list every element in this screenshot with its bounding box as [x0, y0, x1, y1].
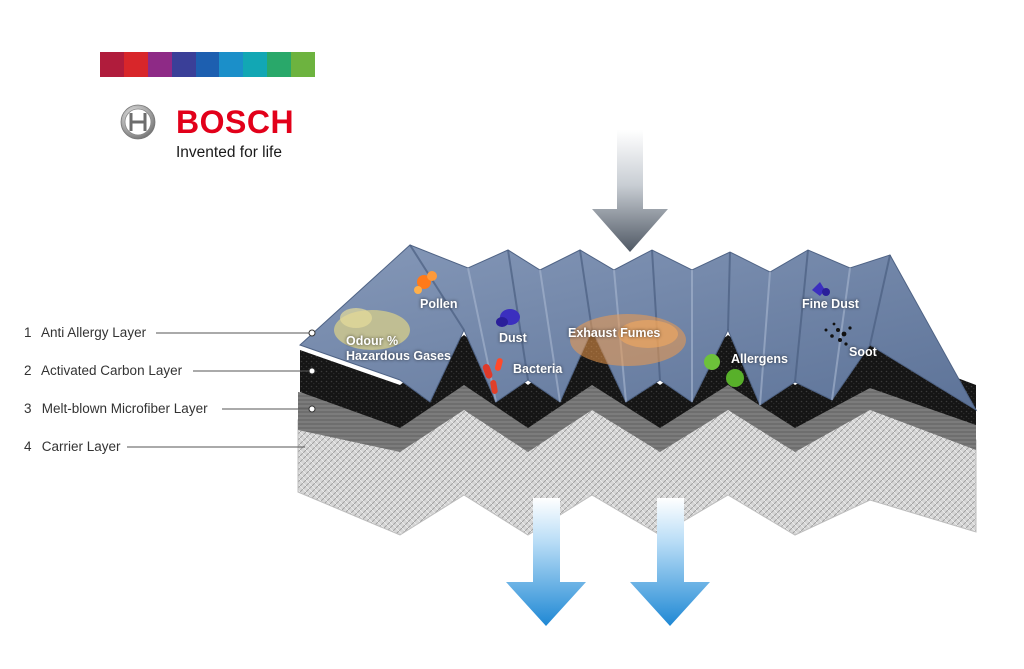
soot-particles — [824, 322, 852, 346]
brand-tagline: Invented for life — [176, 144, 282, 161]
allergen-particle — [704, 354, 720, 370]
layer-name: Carrier Layer — [41, 439, 121, 454]
odour-label: Odour % Hazardous Gases — [346, 334, 451, 364]
brand-bar-segment — [267, 52, 292, 77]
brand-bar-segment — [243, 52, 268, 77]
soot-label: Soot — [849, 345, 877, 359]
brand-name: BOSCH — [176, 104, 295, 140]
outflow-arrow-left — [506, 498, 586, 626]
brand-bar-segment — [123, 52, 148, 77]
brand-bar-segment — [195, 52, 220, 77]
layer-label-1: 1 Anti Allergy Layer — [24, 325, 146, 341]
layer-label-2: 2 Activated Carbon Layer — [24, 363, 182, 379]
odour-label-line1: Odour % — [346, 334, 399, 348]
pollen-label: Pollen — [420, 297, 458, 311]
layer-number: 2 — [24, 363, 32, 378]
leader-lines — [127, 332, 309, 448]
layer-number: 4 — [24, 439, 32, 454]
layer-label-3: 3 Melt-blown Microfiber Layer — [24, 401, 208, 417]
brand-bar-segment — [100, 52, 124, 77]
layer-name: Anti Allergy Layer — [41, 325, 147, 340]
layer-name: Melt-blown Microfiber Layer — [41, 401, 208, 416]
dust-label: Dust — [499, 331, 527, 345]
brand-bar-segment — [147, 52, 172, 77]
brand-bar-segment — [219, 52, 244, 77]
fine-dust-particle — [812, 282, 825, 296]
bosch-armature-icon — [120, 104, 156, 140]
odour-label-line2: Hazardous Gases — [346, 349, 451, 363]
bacteria-label: Bacteria — [513, 362, 563, 376]
layer-number: 3 — [24, 401, 32, 416]
allergens-label: Allergens — [731, 352, 788, 366]
fine-dust-label: Fine Dust — [802, 297, 859, 311]
brand-bar-segment — [291, 52, 316, 77]
layer-number: 1 — [24, 325, 32, 340]
pollen-particle — [417, 275, 431, 289]
outflow-arrow-right — [630, 498, 710, 626]
exhaust-label: Exhaust Fumes — [568, 326, 661, 340]
layer-label-4: 4 Carrier Layer — [24, 439, 121, 455]
bacteria-particle — [482, 364, 493, 379]
particles — [334, 271, 852, 394]
inflow-arrow — [592, 130, 668, 252]
layer-name: Activated Carbon Layer — [41, 363, 183, 378]
brand-color-bar — [100, 52, 316, 77]
leader-dots — [308, 329, 316, 413]
brand-bar-segment — [171, 52, 196, 77]
